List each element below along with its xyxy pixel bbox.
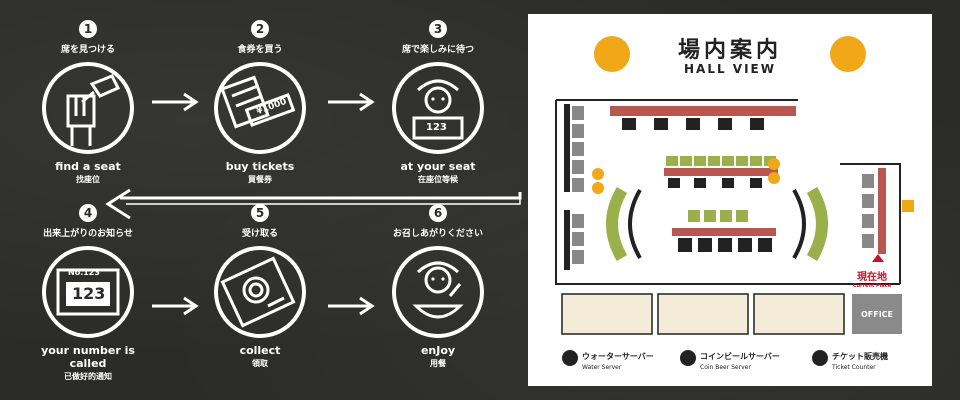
legend-label-en: Water Server [582, 364, 622, 371]
find-seat-icon [42, 62, 134, 154]
step-number: 2 [251, 20, 269, 38]
ticket-machine-icon [812, 350, 828, 366]
step-title-cn: 買餐券 [248, 175, 272, 184]
tray-icon [214, 246, 306, 338]
eating-person-icon [392, 246, 484, 338]
step-2: 2 食券を買う ¥1000 buy tickets 買餐券 [200, 20, 320, 185]
step-number: 3 [429, 20, 447, 38]
return-arrow-icon [105, 188, 522, 220]
step-6: 6 お召しあがりください enJoy 用餐 [378, 204, 498, 369]
ticket-number: 123 [426, 122, 447, 133]
board-label: No.123 [68, 268, 100, 277]
step-title-jp: 出来上がりのお知らせ [43, 229, 133, 239]
legend-label: ウォーターサーバー [582, 352, 654, 361]
floor-plan [555, 99, 914, 335]
step-title-jp: 食券を買う [237, 45, 283, 55]
legend-label: コインビールサーバー [700, 352, 780, 361]
beer-mug-icon [680, 350, 696, 366]
step-5: 5 受け取る collect 領取 [200, 204, 320, 369]
step-4: 4 出来上がりのお知らせ No.123 123 your number is c… [28, 204, 148, 382]
step-1: 1 席を見つける find a seat 找座位 [28, 20, 148, 185]
water-drop-icon [562, 350, 578, 366]
current-location-label-en: Current Place [852, 283, 892, 289]
hall-map: 場内案内 HALL VIEW [528, 14, 932, 386]
map-title: 場内案内 [677, 38, 782, 63]
arrow-right-icon [152, 92, 199, 112]
step-title-en: find a seat [55, 160, 121, 173]
arrow-right-icon [328, 296, 375, 316]
ramen-bowl-icon [830, 36, 866, 72]
waiting-person-icon: 123 [392, 62, 484, 154]
step-title-en: buy tickets [225, 160, 295, 173]
step-title-cn: 已做好的通知 [64, 372, 112, 381]
current-location-marker: 現在地 Current Place [850, 268, 894, 289]
office-room: OFFICE [852, 294, 902, 334]
step-number: 6 [429, 204, 447, 222]
step-title-jp: お召しあがりください [392, 229, 483, 239]
legend-label: チケット販売機 [832, 352, 888, 361]
step-title-en: enJoy [420, 344, 456, 357]
number-board-icon: No.123 123 [42, 246, 134, 338]
map-subtitle: HALL VIEW [684, 62, 776, 76]
ticket-machine-icon: ¥1000 [214, 62, 306, 154]
board-value: 123 [72, 284, 106, 303]
step-title-cn: 用餐 [430, 359, 446, 368]
step-title-cn: 在座位等候 [418, 175, 458, 184]
current-location-label: 現在地 [857, 272, 887, 283]
step-title-cn: 領取 [252, 359, 268, 368]
step-title-en: at your seat [400, 160, 476, 173]
step-number: 1 [79, 20, 97, 38]
legend-label-en: Coin Beer Server [700, 364, 751, 371]
arrow-right-icon [328, 92, 375, 112]
ramen-bowl-icon [594, 36, 630, 72]
arrow-right-icon [152, 296, 199, 316]
step-title-en: your number is called [41, 344, 135, 370]
step-number: 5 [251, 204, 269, 222]
step-3: 3 席で楽しみに待つ 123 at your seat 在座位等候 [378, 20, 498, 185]
step-number: 4 [79, 204, 97, 222]
step-title-jp: 席を見つける [60, 45, 115, 55]
step-title-en: collect [239, 344, 281, 357]
step-title-jp: 受け取る [241, 229, 278, 239]
step-title-jp: 席で楽しみに待つ [401, 45, 474, 55]
legend-label-en: Ticket Counter [832, 364, 876, 371]
step-title-cn: 找座位 [76, 175, 100, 184]
